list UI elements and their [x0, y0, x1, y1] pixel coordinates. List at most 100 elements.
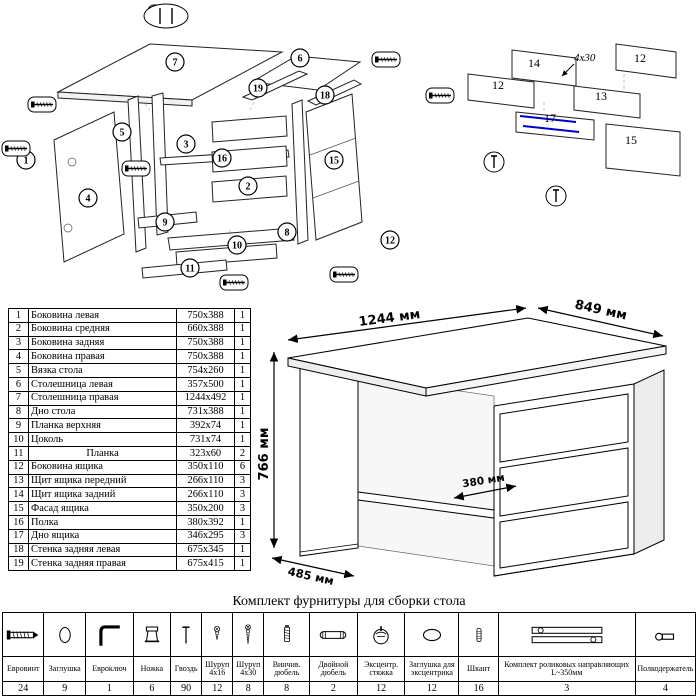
- part-callout-19: 19: [248, 78, 268, 98]
- drawer-exploded-parts: [467, 43, 681, 177]
- svg-text:9: 9: [163, 218, 168, 229]
- parts-cell: Стенка задняя левая: [28, 542, 177, 558]
- parts-cell: 1244x492: [176, 390, 235, 406]
- parts-cell: 18: [8, 542, 29, 558]
- hardware-qty: 8: [263, 681, 310, 696]
- cabinet-back-panel: [151, 92, 169, 236]
- parts-cell: 15: [8, 501, 29, 516]
- parts-cell: 675x415: [176, 556, 235, 572]
- parts-cell: 750x388: [176, 349, 235, 365]
- cam-lock-icon: [356, 612, 406, 657]
- parts-cell: 1: [234, 363, 251, 378]
- hardware-qty: 8: [232, 681, 265, 696]
- parts-cell: 266x110: [176, 487, 235, 503]
- hardware-name: Евровинт: [1, 656, 45, 682]
- parts-cell: 11: [8, 445, 29, 461]
- parts-cell: 1: [234, 432, 251, 447]
- parts-cell: Столешница левая: [28, 376, 177, 392]
- parts-cell: 8: [8, 404, 29, 420]
- hardware-callout: [371, 51, 401, 68]
- part-callout-6: 6: [290, 48, 310, 68]
- parts-cell: Боковина задняя: [28, 335, 177, 351]
- hardware-callout: [1, 140, 31, 157]
- parts-cell: 1: [234, 308, 251, 323]
- parts-cell: 660x388: [176, 321, 235, 337]
- parts-cell: 350x110: [176, 459, 235, 475]
- parts-cell: 3: [234, 528, 251, 544]
- hardware-qty: 12: [404, 681, 460, 696]
- parts-cell: Фасад ящика: [28, 501, 177, 516]
- hardware-name: Ножка: [132, 656, 172, 682]
- hardware-name: Заглушка: [43, 656, 86, 682]
- desk-exploded-parts: [53, 43, 363, 279]
- part-callout-4: 4: [78, 188, 98, 208]
- svg-text:19: 19: [253, 84, 263, 95]
- parts-cell: 6: [234, 459, 251, 475]
- tabletop-right-panel: [56, 43, 284, 101]
- drawer-part-label-13: 13: [595, 89, 607, 103]
- hardware-name: Двойной дюбель: [309, 656, 358, 682]
- parts-cell: Цоколь: [28, 432, 177, 447]
- part-callout-11: 11: [180, 258, 200, 278]
- svg-text:12: 12: [385, 236, 395, 247]
- hardware-qty: 1: [84, 681, 134, 696]
- hardware-name: Шуруп 4x30: [232, 656, 265, 682]
- parts-cell: Боковина левая: [28, 308, 177, 323]
- svg-text:7: 7: [173, 58, 178, 69]
- drawer-box: [211, 115, 288, 143]
- drawer-part-label-12: 12: [634, 51, 646, 65]
- parts-cell: 1: [234, 335, 251, 351]
- drawer-bottom-panel: [515, 111, 595, 141]
- parts-cell: 1: [234, 418, 251, 434]
- parts-cell: 731x388: [176, 404, 235, 420]
- drawer-front-inner-panel: [573, 85, 641, 119]
- svg-text:16: 16: [217, 154, 227, 165]
- dim-height-label: 766 мм: [257, 428, 272, 481]
- part-callout-7: 7: [165, 52, 185, 72]
- part-callout-8: 8: [277, 222, 297, 242]
- parts-cell: 1: [234, 404, 251, 420]
- svg-text:1: 1: [24, 156, 29, 167]
- parts-cell: 10: [8, 432, 29, 447]
- parts-cell: 380x392: [176, 514, 235, 530]
- screw-size-note: 4x30: [574, 52, 596, 64]
- drawer-front: [499, 393, 629, 463]
- parts-cell: 350x200: [176, 501, 235, 516]
- parts-cell: 19: [8, 556, 29, 572]
- svg-text:2: 2: [246, 182, 251, 193]
- svg-text:4: 4: [86, 194, 91, 205]
- parts-cell: 357x500: [176, 376, 235, 392]
- drawer-side-panel: [467, 73, 535, 109]
- parts-cell: Щит ящика задний: [28, 487, 177, 503]
- drawer-part-label-12: 12: [492, 78, 504, 92]
- desktop-edge-right: [425, 345, 667, 397]
- parts-cell: 3: [234, 487, 251, 503]
- desk-body: [287, 317, 667, 577]
- parts-cell: 14: [8, 487, 29, 503]
- part-callout-10: 10: [227, 235, 247, 255]
- parts-cell: 1: [234, 556, 251, 572]
- cabinet-side-right: [291, 99, 309, 245]
- part-callout-9: 9: [155, 212, 175, 232]
- parts-cell: Планка верхняя: [28, 418, 177, 434]
- hardware-name: Шуруп 4x16: [201, 656, 234, 682]
- hardware-qty: 16: [458, 681, 499, 696]
- parts-cell: Планка: [28, 445, 177, 461]
- parts-cell: 675x345: [176, 542, 235, 558]
- hardware-callout: [121, 160, 151, 177]
- hardware-qty: 90: [170, 681, 203, 696]
- parts-cell: 266x110: [176, 473, 235, 489]
- hardware-callout: [27, 96, 57, 113]
- svg-text:15: 15: [329, 156, 339, 167]
